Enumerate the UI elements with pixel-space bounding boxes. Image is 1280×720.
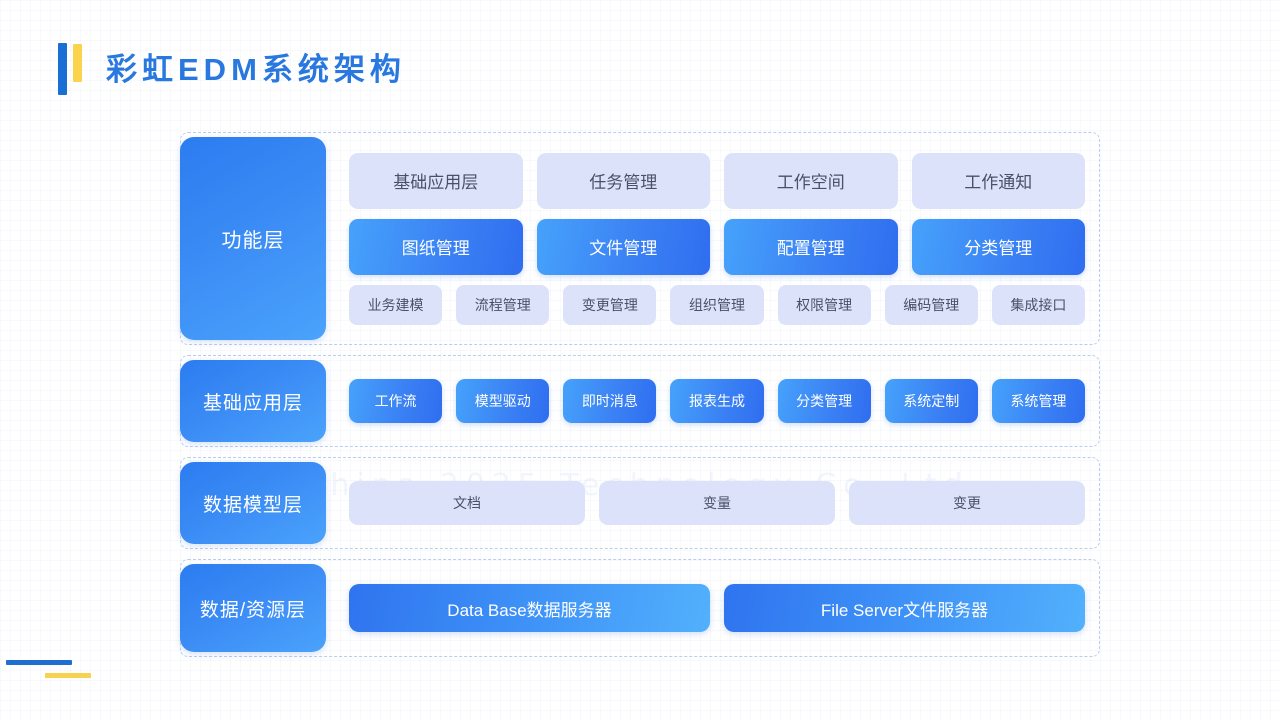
chip-report-generation[interactable]: 报表生成 [670, 379, 764, 423]
accent-bar-yellow-icon [73, 44, 82, 82]
chip-file-management[interactable]: 文件管理 [536, 218, 710, 275]
chip-category-management-base[interactable]: 分类管理 [777, 379, 871, 423]
chip-base-app-layer[interactable]: 基础应用层 [349, 152, 523, 209]
chip-category-management[interactable]: 分类管理 [911, 218, 1085, 275]
layer-base-application: 基础应用层 工作流 模型驱动 即时消息 报表生成 分类管理 系统定制 系统管理 [180, 355, 1100, 447]
architecture-diagram: 功能层 基础应用层 任务管理 工作空间 工作通知 图纸管理 文件管理 配置管理 … [180, 132, 1100, 657]
layer-label-function: 功能层 [180, 137, 326, 340]
layer-function-row-1: 基础应用层 任务管理 工作空间 工作通知 [349, 152, 1085, 209]
chip-coding-management[interactable]: 编码管理 [884, 284, 978, 325]
layer-body-data-model: 文档 变量 变更 [341, 458, 1099, 548]
chip-change[interactable]: 变更 [849, 481, 1085, 525]
chip-system-management[interactable]: 系统管理 [991, 379, 1085, 423]
accent-bar-blue-icon [58, 43, 67, 95]
layer-resource-row-1: Data Base数据服务器 File Server文件服务器 [349, 584, 1085, 632]
chip-instant-message[interactable]: 即时消息 [563, 379, 657, 423]
chip-model-driven[interactable]: 模型驱动 [456, 379, 550, 423]
layer-base-row-1: 工作流 模型驱动 即时消息 报表生成 分类管理 系统定制 系统管理 [349, 379, 1085, 423]
chip-database-server[interactable]: Data Base数据服务器 [349, 584, 710, 632]
chip-config-management[interactable]: 配置管理 [724, 218, 898, 275]
chip-task-management[interactable]: 任务管理 [536, 152, 710, 209]
chip-variable[interactable]: 变量 [599, 481, 835, 525]
page-title: 彩虹EDM系统架构 [106, 51, 406, 87]
chip-file-server[interactable]: File Server文件服务器 [724, 584, 1085, 632]
chip-document[interactable]: 文档 [349, 481, 585, 525]
chip-workspace[interactable]: 工作空间 [724, 152, 898, 209]
layer-function-row-3: 业务建模 流程管理 变更管理 组织管理 权限管理 编码管理 集成接口 [349, 284, 1085, 325]
layer-datamodel-row-1: 文档 变量 变更 [349, 481, 1085, 525]
decoration-bar-blue [6, 660, 72, 665]
layer-label-base-application: 基础应用层 [180, 360, 326, 442]
layer-body-base-application: 工作流 模型驱动 即时消息 报表生成 分类管理 系统定制 系统管理 [341, 356, 1099, 446]
chip-work-notification[interactable]: 工作通知 [911, 152, 1085, 209]
layer-function-row-2: 图纸管理 文件管理 配置管理 分类管理 [349, 218, 1085, 275]
layer-body-data-resource: Data Base数据服务器 File Server文件服务器 [341, 560, 1099, 656]
chip-system-customization[interactable]: 系统定制 [884, 379, 978, 423]
layer-body-function: 基础应用层 任务管理 工作空间 工作通知 图纸管理 文件管理 配置管理 分类管理… [341, 133, 1099, 344]
layer-function: 功能层 基础应用层 任务管理 工作空间 工作通知 图纸管理 文件管理 配置管理 … [180, 132, 1100, 345]
chip-change-management[interactable]: 变更管理 [563, 284, 657, 325]
chip-business-modeling[interactable]: 业务建模 [349, 284, 443, 325]
layer-label-data-resource: 数据/资源层 [180, 564, 326, 652]
chip-permission-management[interactable]: 权限管理 [777, 284, 871, 325]
chip-workflow[interactable]: 工作流 [349, 379, 443, 423]
decoration-bar-yellow [45, 673, 91, 678]
chip-drawing-management[interactable]: 图纸管理 [349, 218, 523, 275]
layer-data-model: 数据模型层 文档 变量 变更 [180, 457, 1100, 549]
chip-process-management[interactable]: 流程管理 [456, 284, 550, 325]
chip-integration-interface[interactable]: 集成接口 [991, 284, 1085, 325]
layer-data-resource: 数据/资源层 Data Base数据服务器 File Server文件服务器 [180, 559, 1100, 657]
layer-label-data-model: 数据模型层 [180, 462, 326, 544]
page-header: 彩虹EDM系统架构 [58, 38, 406, 100]
chip-org-management[interactable]: 组织管理 [670, 284, 764, 325]
